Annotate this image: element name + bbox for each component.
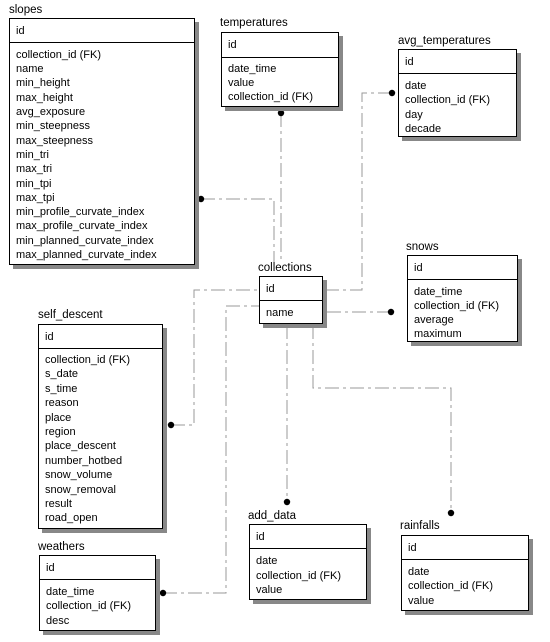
entity-field: reason <box>45 397 79 409</box>
entity-field: collection_id (FK) <box>256 570 341 582</box>
entity-snows[interactable]: id date_time collection_id (FK) average … <box>407 255 522 346</box>
rel-end-avg-temperatures <box>388 89 396 97</box>
entity-self-descent[interactable]: id collection_id (FK) s_date s_time reas… <box>38 324 167 533</box>
entity-title-slopes: slopes <box>9 4 43 16</box>
rel-end-snows <box>387 308 395 316</box>
entity-field: collection_id (FK) <box>46 600 131 612</box>
entity-field: max_profile_curvate_index <box>16 220 148 232</box>
entity-field: min_height <box>16 77 70 89</box>
entity-title-temperatures: temperatures <box>220 17 288 29</box>
entity-field: place <box>45 412 72 424</box>
entity-field: region <box>45 426 76 438</box>
entity-temperatures[interactable]: id date_time value collection_id (FK) <box>221 32 343 111</box>
rel-end-rainfalls <box>447 509 455 517</box>
primary-key-field: id <box>228 39 237 51</box>
primary-key-field: id <box>414 262 423 274</box>
entity-field: collection_id (FK) <box>414 300 499 312</box>
entity-field: desc <box>46 615 70 627</box>
entity-collections[interactable]: id name <box>259 276 327 328</box>
primary-key-field: id <box>256 531 265 543</box>
entity-field: date_time <box>414 286 463 298</box>
entity-field: s_time <box>45 383 78 395</box>
entity-field: date_time <box>46 586 95 598</box>
primary-key-field: id <box>46 562 55 574</box>
entity-field: collection_id (FK) <box>408 580 493 592</box>
primary-key-field: id <box>16 25 25 37</box>
entity-field: maximum <box>414 328 462 340</box>
entity-field: min_planned_curvate_index <box>16 235 154 247</box>
entity-field: snow_removal <box>45 484 116 496</box>
rel-self-descent-collections <box>171 289 259 426</box>
entity-field: date_time <box>228 63 277 75</box>
entity-field: number_hotbed <box>45 455 123 467</box>
entity-field: date <box>408 566 430 578</box>
rel-avg-temperatures-collections <box>324 92 392 291</box>
entity-field: date <box>405 80 427 92</box>
entity-title-avg-temperatures: avg_temperatures <box>398 35 491 47</box>
entity-field: decade <box>405 123 442 135</box>
entity-avg-temperatures[interactable]: id date collection_id (FK) day decade <box>398 49 521 141</box>
entity-field: name <box>266 307 294 319</box>
entity-field: max_planned_curvate_index <box>16 249 157 261</box>
entity-add-data[interactable]: id date collection_id (FK) value <box>249 524 371 604</box>
entity-field: name <box>16 63 44 75</box>
entity-title-rainfalls: rainfalls <box>400 520 440 532</box>
entity-field: collection_id (FK) <box>228 91 313 103</box>
entity-field: max_tpi <box>16 192 55 204</box>
rel-end-temperatures <box>277 109 285 117</box>
entity-field: value <box>408 595 435 607</box>
entity-field: collection_id (FK) <box>405 94 490 106</box>
entity-field: min_tri <box>16 149 50 161</box>
primary-key-field: id <box>266 283 275 295</box>
entity-field: result <box>45 498 72 510</box>
entity-field: date <box>256 555 278 567</box>
entity-title-add-data: add_data <box>248 510 296 522</box>
entity-title-snows: snows <box>406 241 439 253</box>
entity-field: max_steepness <box>16 135 94 147</box>
entity-field: average <box>414 314 454 326</box>
entity-field: max_tri <box>16 163 53 175</box>
entity-field: collection_id (FK) <box>16 49 101 61</box>
rel-weathers-collections <box>163 305 259 594</box>
entity-title-weathers: weathers <box>38 541 85 553</box>
entity-field: snow_volume <box>45 469 113 481</box>
entity-field: value <box>256 584 283 596</box>
rel-end-self-descent <box>167 421 175 429</box>
entity-title-collections: collections <box>258 262 312 274</box>
entity-field: place_descent <box>45 440 116 452</box>
entity-field: collection_id (FK) <box>45 354 130 366</box>
entity-field: road_open <box>45 512 98 524</box>
entity-title-self-descent: self_descent <box>38 309 103 321</box>
primary-key-field: id <box>405 56 414 68</box>
entity-field: s_date <box>45 368 79 380</box>
rel-end-weathers <box>159 589 167 597</box>
entity-field: value <box>228 77 255 89</box>
entity-field: min_tpi <box>16 178 52 190</box>
entity-field: max_height <box>16 92 73 104</box>
rel-end-add-data <box>283 498 291 506</box>
entity-field: day <box>405 109 423 121</box>
rel-end-slopes <box>197 195 205 203</box>
entity-weathers[interactable]: id date_time collection_id (FK) desc <box>39 555 160 635</box>
rel-rainfalls-collections <box>312 325 452 513</box>
primary-key-field: id <box>408 542 417 554</box>
entity-rainfalls[interactable]: id date collection_id (FK) value <box>401 535 533 615</box>
primary-key-field: id <box>45 331 54 343</box>
entity-slopes[interactable]: id collection_id (FK) name min_height ma… <box>9 18 199 269</box>
entity-field: min_profile_curvate_index <box>16 206 145 218</box>
entity-field: min_steepness <box>16 120 90 132</box>
rel-slopes-collections <box>201 198 275 262</box>
entity-field: avg_exposure <box>16 106 86 118</box>
